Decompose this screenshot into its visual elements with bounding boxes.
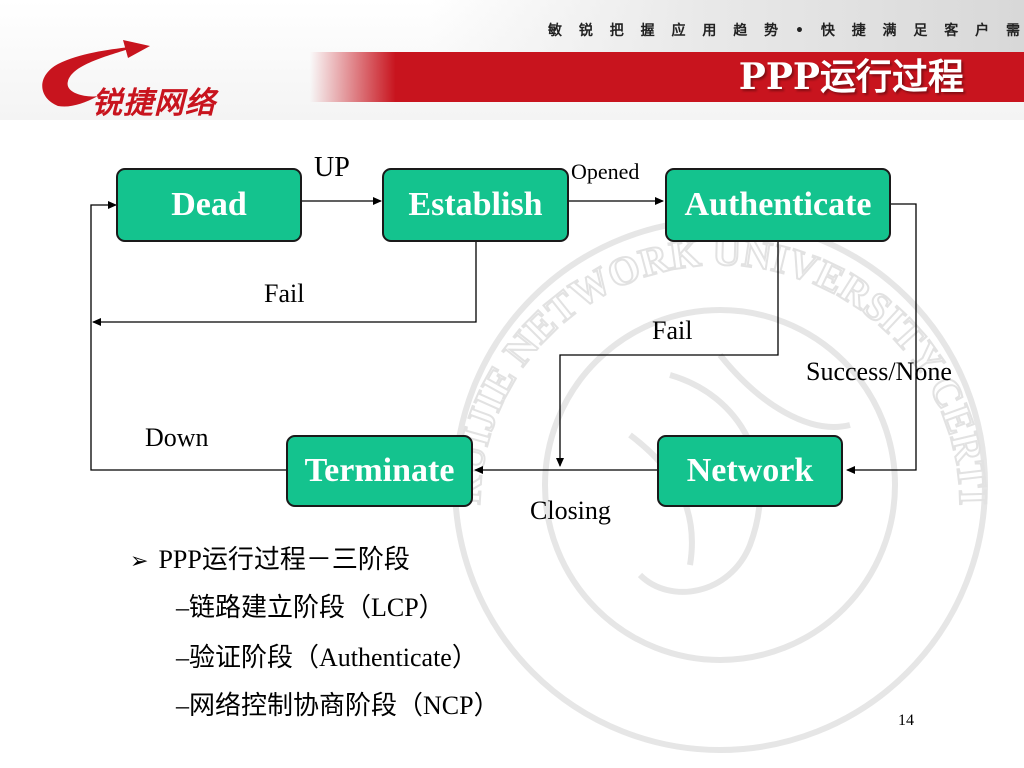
slogan: 敏 锐 把 握 应 用 趋 势 • 快 捷 满 足 客 户 需 求: [548, 23, 1024, 39]
bullet-sub-authenticate: –验证阶段（Authenticate）: [176, 643, 478, 672]
bullet-sub-ncp: –网络控制协商阶段（NCP）: [176, 691, 500, 720]
bullet-arrow-icon: ➢: [130, 549, 149, 574]
state-establish: Establish: [382, 168, 569, 242]
state-terminate: Terminate: [286, 435, 473, 507]
label-closing: Closing: [530, 496, 611, 525]
bullet-main: ➢ PPP运行过程－三阶段: [130, 545, 410, 575]
slide-title: PPP运行过程: [738, 56, 964, 98]
label-fail-authenticate: Fail: [652, 316, 693, 345]
bullet-sub-lcp: –链路建立阶段（LCP）: [176, 593, 445, 622]
state-network: Network: [657, 435, 843, 507]
label-down: Down: [145, 423, 209, 452]
label-up: UP: [314, 152, 350, 183]
page-number: 14: [898, 712, 914, 729]
label-success-none: Success/None: [806, 357, 952, 386]
bullet-main-text: PPP运行过程－三阶段: [158, 545, 410, 574]
label-fail-establish: Fail: [264, 279, 305, 308]
edge-authenticate-fail: [556, 242, 779, 467]
header: 敏 锐 把 握 应 用 趋 势 • 快 捷 满 足 客 户 需 求 PPP运行过…: [0, 0, 1024, 121]
label-opened: Opened: [571, 159, 640, 184]
header-gradient-bar: [430, 0, 1024, 52]
title-band: [310, 52, 1024, 102]
state-dead: Dead: [116, 168, 302, 242]
edge-establish-fail: [92, 242, 477, 326]
state-authenticate: Authenticate: [665, 168, 891, 242]
edge-authenticate-success: [846, 203, 917, 474]
edge-terminate-dead: [90, 201, 286, 471]
ruijie-logo-icon: [42, 40, 150, 107]
